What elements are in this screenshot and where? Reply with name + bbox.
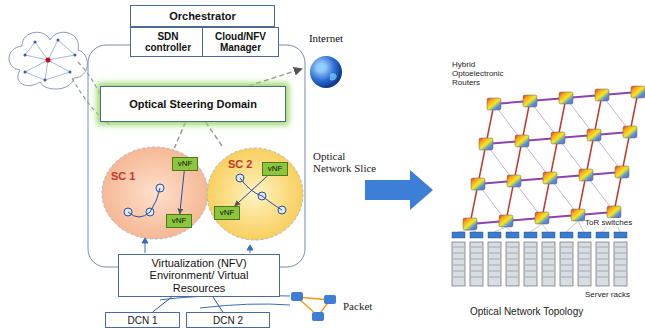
node-box: DCN 2 [186, 312, 270, 328]
node-box: vNF [172, 157, 198, 171]
node-box: Cloud/NFV Manager [202, 27, 279, 57]
node-box: vNF [166, 214, 192, 228]
connector [153, 297, 172, 312]
connector [180, 171, 185, 214]
node-text: SDN controller [131, 31, 205, 53]
node-text: vNF [175, 160, 196, 169]
service-chain-circle: SC 1 vNF vNF [103, 148, 208, 238]
node-box: DCN 1 [105, 312, 180, 328]
sc2-shape [207, 148, 303, 240]
sc1-shape [102, 147, 208, 239]
service-chain-circle: SC 2 vNF vNF [208, 148, 303, 240]
label: Packet [343, 300, 393, 312]
node-text: SC 2 [228, 158, 252, 170]
node-box: Optical Steering Domain [100, 86, 286, 122]
globe-land [316, 62, 337, 80]
node-box: Internet [302, 32, 350, 90]
label: Server racks [585, 290, 643, 299]
node-box: Virtualization (NFV) Environment/ Virtua… [118, 254, 280, 297]
node-text: Optical Steering Domain [126, 98, 260, 110]
connector [235, 176, 268, 206]
node-text: DCN 2 [210, 315, 246, 326]
node-text: SC 1 [111, 170, 135, 182]
node-box: vNF [262, 162, 288, 176]
globe [310, 56, 342, 88]
label: Optical Network Slice [313, 150, 385, 174]
domain-container [88, 45, 305, 267]
node-text: Internet [306, 32, 346, 44]
label: Optical Network Topology [470, 306, 610, 317]
connector [249, 69, 302, 86]
node-text: vNF [217, 209, 238, 218]
node-text: Orchestrator [166, 10, 239, 22]
cloud-nodes [24, 39, 77, 82]
label: Hybrid Optoelectronic Routers [452, 60, 514, 87]
node-text: vNF [169, 217, 190, 226]
service-nodes [124, 174, 286, 216]
connector [174, 122, 185, 148]
packet-domain [291, 292, 336, 321]
node-box: vNF [214, 206, 240, 220]
optical-topology [452, 86, 645, 286]
node-box: SDN controller [130, 27, 206, 57]
node-text: DCN 1 [124, 315, 160, 326]
connector [213, 297, 223, 312]
cloud-network [25, 40, 75, 80]
connector [206, 122, 224, 148]
node-box: Orchestrator [130, 5, 275, 27]
cloud [9, 32, 87, 89]
node-text: vNF [265, 165, 286, 174]
label: ToR switches [585, 218, 643, 227]
big-arrow [365, 170, 433, 210]
node-text: Virtualization (NFV) Environment/ Virtua… [119, 257, 279, 293]
node-text: Cloud/NFV Manager [203, 31, 278, 53]
